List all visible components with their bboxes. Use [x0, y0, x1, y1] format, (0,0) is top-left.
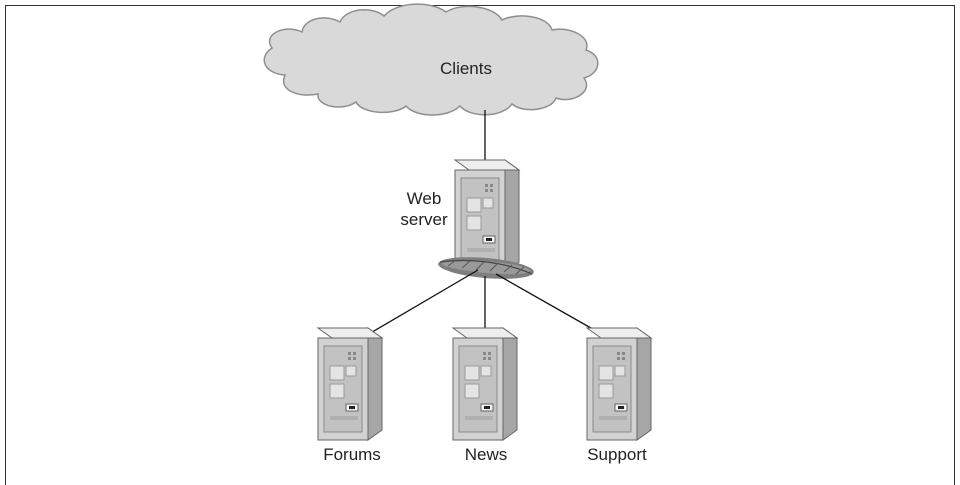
clients-label: Clients [440, 59, 492, 78]
news-server-icon [452, 327, 518, 441]
web-server-label-line2: server [400, 210, 448, 229]
support-label: Support [587, 445, 647, 464]
support-server-icon [586, 327, 652, 441]
web-server-label-line1: Web [407, 189, 442, 208]
forums-server-icon [317, 327, 383, 441]
load-balancer-feather-icon [438, 257, 534, 279]
clients-cloud: Clients [263, 3, 599, 116]
web-server-icon [454, 159, 520, 273]
news-label: News [465, 445, 508, 464]
cloud-shape [263, 3, 599, 116]
forums-label: Forums [323, 445, 381, 464]
arrow-webserver-to-forums [361, 269, 479, 339]
diagram-frame [5, 5, 955, 485]
